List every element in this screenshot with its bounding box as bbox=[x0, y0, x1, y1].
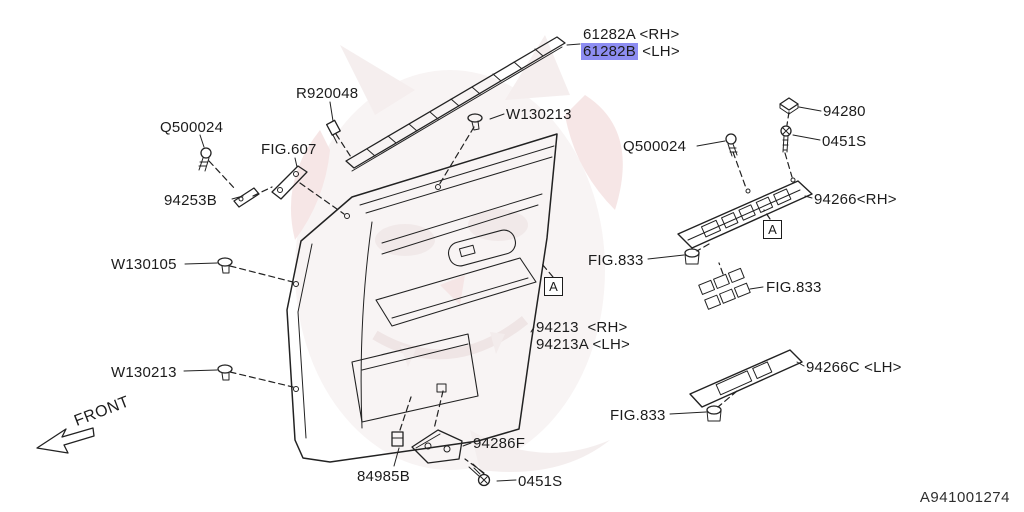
part-label-94280[interactable]: 94280 bbox=[823, 103, 866, 120]
part-label-94266c-lh[interactable]: 94266C <LH> bbox=[806, 359, 902, 376]
fig833-switch-block-drawing bbox=[698, 267, 751, 310]
part-label-61282a[interactable]: 61282A <RH> bbox=[583, 26, 679, 43]
part-label-94266-rh[interactable]: 94266<RH> bbox=[814, 191, 897, 208]
part-label-94213a-lh[interactable]: 94213A <LH> bbox=[536, 336, 630, 353]
part-label-w130213-top[interactable]: W130213 bbox=[506, 106, 572, 123]
drawing-number: A941001274 bbox=[919, 489, 1010, 506]
assembly-dashed-lines bbox=[208, 111, 793, 474]
0451s-screw-top-drawing bbox=[780, 125, 792, 153]
94286f-bracket-drawing bbox=[411, 429, 463, 464]
figure-link-fig833-c[interactable]: FIG.833 bbox=[610, 407, 666, 424]
label-leader-lines bbox=[183, 43, 822, 482]
84985b-clip-drawing bbox=[391, 431, 404, 447]
part-label-q500024-right[interactable]: Q500024 bbox=[623, 138, 687, 155]
part-label-q500024-left[interactable]: Q500024 bbox=[160, 119, 224, 136]
part-label-94213-rh[interactable]: 94213 <RH> bbox=[536, 319, 628, 336]
part-label-w130213-bottom[interactable]: W130213 bbox=[111, 364, 177, 381]
figure-link-fig833-b[interactable]: FIG.833 bbox=[766, 279, 822, 296]
ref-marker-a-right: A bbox=[763, 220, 782, 239]
part-label-94253b[interactable]: 94253B bbox=[164, 192, 217, 209]
part-label-94286f[interactable]: 94286F bbox=[473, 435, 526, 452]
w130213-clip-bottom-drawing bbox=[217, 364, 233, 381]
side-indicator: <LH> bbox=[642, 43, 680, 60]
power-window-switch-panel-rh-drawing bbox=[677, 177, 813, 249]
part-number-highlighted: 61282B bbox=[581, 43, 638, 60]
q500024-screw-right-drawing bbox=[725, 133, 738, 157]
part-label-84985b[interactable]: 84985B bbox=[357, 468, 410, 485]
part-label-w130105[interactable]: W130105 bbox=[111, 256, 177, 273]
switch-panel-lh-drawing bbox=[689, 349, 803, 408]
w130213-clip-top-drawing bbox=[467, 113, 483, 131]
ref-marker-a-center: A bbox=[544, 277, 563, 296]
r920048-clip-drawing bbox=[326, 119, 341, 144]
fig833-knob-c-drawing bbox=[706, 405, 722, 422]
part-label-r920048[interactable]: R920048 bbox=[296, 85, 359, 102]
figure-link-fig833-a[interactable]: FIG.833 bbox=[588, 252, 644, 269]
front-arrow bbox=[36, 427, 95, 454]
figure-link-fig607[interactable]: FIG.607 bbox=[261, 141, 317, 158]
side-indicator: <RH> bbox=[639, 26, 680, 43]
belt-molding-drawing bbox=[345, 36, 566, 172]
fig833-knob-a-drawing bbox=[684, 248, 700, 265]
q500024-screw-left-drawing bbox=[198, 147, 212, 172]
part-label-61282b[interactable]: 61282B <LH> bbox=[581, 43, 680, 60]
w130105-clip-drawing bbox=[217, 257, 233, 274]
fig607-bracket-drawing bbox=[271, 165, 308, 200]
part-number: 61282A bbox=[583, 26, 636, 43]
door-trim-panel-drawing bbox=[286, 133, 558, 463]
part-label-0451s-top[interactable]: 0451S bbox=[822, 133, 867, 150]
part-label-0451s-bottom[interactable]: 0451S bbox=[518, 473, 563, 490]
